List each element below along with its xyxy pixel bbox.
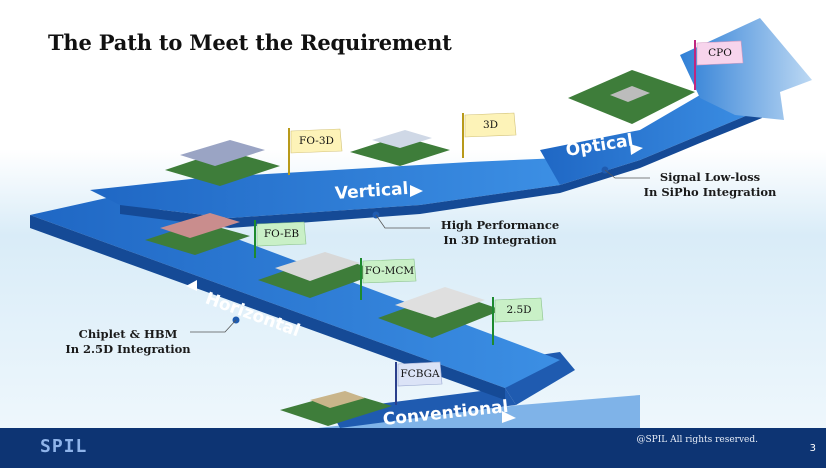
optical-road-side <box>560 110 762 193</box>
annotation-chiplet-hbm: Chiplet & HBM In 2.5D Integration <box>58 327 198 357</box>
three-d-flag <box>464 112 517 138</box>
horizontal-arrow-icon <box>186 280 197 291</box>
conventional-road-edge <box>330 388 516 428</box>
fcbga-package <box>280 392 392 426</box>
annotation-high-performance-line2: In 3D Integration <box>443 233 557 247</box>
two-five-d-interposer <box>395 287 485 318</box>
three-d-die <box>372 130 432 148</box>
two-five-d-flag <box>494 297 544 323</box>
signal-leader <box>604 169 650 179</box>
annotation-chiplet-hbm-line1: Chiplet & HBM <box>78 327 178 341</box>
annotation-high-performance-line1: High Performance <box>440 218 560 232</box>
flag-label-2-5d: 2.5D <box>506 304 532 316</box>
fo-eb-flag <box>256 221 307 247</box>
flag-label-3d: 3D <box>482 119 499 131</box>
cpo-die <box>610 86 650 102</box>
flag-label-fcbga: FCBGA <box>400 368 440 380</box>
annotation-signal-low-loss-line2: In SiPho Integration <box>643 185 777 199</box>
annotation-high-performance: High Performance In 3D Integration <box>430 218 570 248</box>
annotation-signal-low-loss: Signal Low-loss In SiPho Integration <box>640 170 780 200</box>
fcbga-die <box>310 391 365 408</box>
copyright-text: @SPIL All rights reserved. <box>636 435 758 445</box>
fo-3d-die <box>180 140 265 166</box>
fo-mcm-flag <box>362 258 417 284</box>
annotation-signal-low-loss-line1: Signal Low-loss <box>659 170 761 184</box>
annotation-chiplet-hbm-line2: In 2.5D Integration <box>65 342 191 356</box>
slide-title: The Path to Meet the Requirement <box>48 30 452 55</box>
fo-mcm-die <box>275 252 360 281</box>
flag-label-fo-3d: FO-3D <box>299 135 334 147</box>
vertical-arrow-icon <box>410 185 423 197</box>
footer-bar <box>0 428 826 468</box>
horizontal-road-side <box>30 215 505 400</box>
cpo-flag <box>696 40 744 66</box>
highperf-leader <box>375 214 430 229</box>
fo-eb-package <box>145 222 250 255</box>
optical-arrow-icon <box>630 144 643 155</box>
vertical-road-side <box>120 185 560 228</box>
flag-label-fo-eb: FO-EB <box>263 228 300 240</box>
flag-label-cpo: CPO <box>708 47 732 59</box>
page-number: 3 <box>809 443 816 454</box>
vertical-road-surface <box>90 158 560 218</box>
chiplet-leader <box>190 319 237 333</box>
conventional-arrow-icon <box>502 411 516 423</box>
fo-3d-package <box>165 150 280 186</box>
fo-3d-flag <box>290 128 343 154</box>
optical-road-surface <box>540 75 760 185</box>
fo-eb-die <box>160 213 240 238</box>
three-d-package <box>350 136 450 166</box>
fcbga-flag <box>397 361 443 387</box>
flag-label-fo-mcm: FO-MCM <box>364 265 415 277</box>
spil-logo: SPIL <box>40 436 88 457</box>
